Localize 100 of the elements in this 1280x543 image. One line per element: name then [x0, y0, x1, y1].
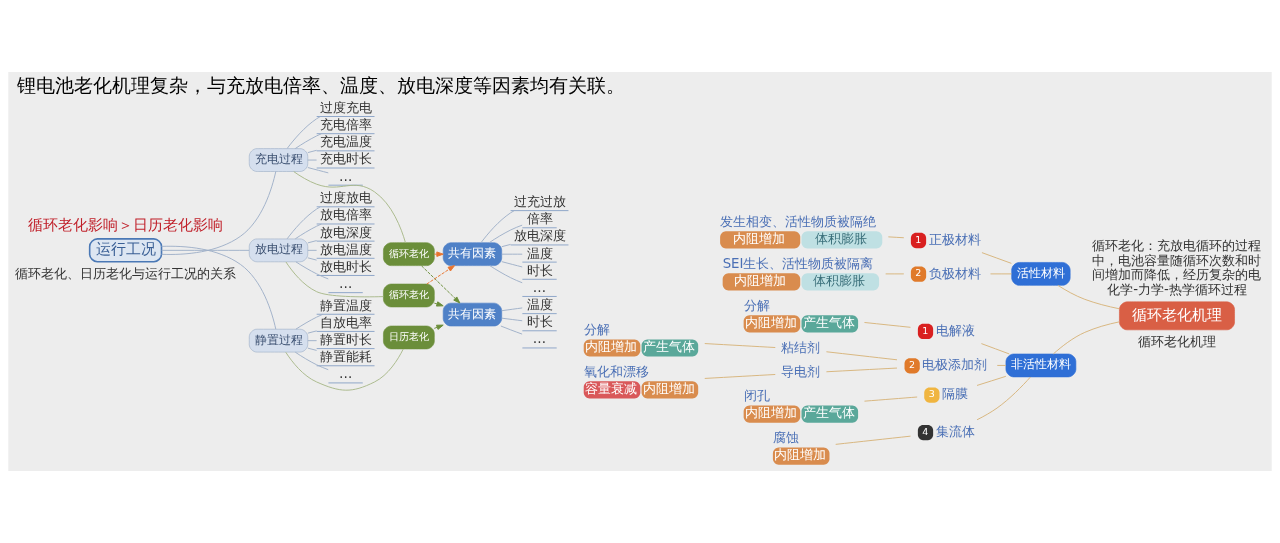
arrow	[433, 324, 444, 330]
node-box: 放电过程	[248, 238, 309, 263]
node-text: 充电温度	[319, 134, 372, 150]
connector	[307, 347, 318, 351]
node-text: 静置温度	[319, 297, 372, 313]
connector	[307, 257, 318, 261]
node-label: 负极材料	[928, 265, 981, 281]
node-box: 静置过程	[248, 328, 309, 353]
connector	[981, 252, 1012, 264]
connector	[161, 249, 250, 251]
connector	[489, 265, 523, 284]
node-text: 导电剂	[781, 364, 821, 380]
connector	[295, 313, 324, 330]
node-box: 日历老化	[383, 325, 435, 350]
connector	[835, 435, 911, 445]
node-text: 充电倍率	[319, 117, 372, 133]
connector	[161, 171, 277, 255]
connector	[307, 159, 318, 161]
node-text: 放电温度	[319, 241, 372, 257]
connector	[885, 273, 905, 275]
node-text: 静置能耗	[319, 349, 372, 365]
connector	[1057, 284, 1120, 310]
node-text: …	[338, 276, 353, 292]
connector	[307, 240, 318, 244]
node-text: 放电深度	[319, 224, 372, 240]
node-text: 过充过放	[513, 194, 566, 210]
node-text: …	[532, 279, 547, 295]
node-text: …	[532, 331, 547, 347]
arrow	[426, 265, 456, 285]
node-label: 闭孔	[743, 388, 770, 404]
node-text: …	[338, 366, 353, 382]
node-text: 放电深度	[513, 228, 566, 244]
node-box: 充电过程	[248, 148, 309, 172]
connector	[976, 376, 1031, 421]
connector	[307, 330, 318, 334]
connector	[294, 351, 329, 371]
connector	[294, 223, 322, 240]
node-text: 放电时长	[319, 258, 372, 274]
connector	[704, 374, 776, 379]
node-box: 共有因素	[442, 302, 502, 327]
connector	[980, 343, 1010, 355]
connector	[501, 253, 523, 255]
node-box: 共有因素	[442, 242, 502, 266]
connector	[864, 322, 911, 328]
node-label: 集流体	[935, 423, 975, 439]
connector	[307, 149, 318, 154]
node-text: 过度充电	[319, 99, 372, 115]
node-label: SEI生长、活性物质被隔离	[722, 256, 874, 272]
connector	[825, 351, 898, 361]
connector	[294, 133, 322, 149]
connector	[500, 325, 523, 335]
node-box: 活性材料	[1011, 262, 1071, 286]
connector	[161, 245, 277, 330]
node-text: 时长	[526, 314, 553, 330]
connector	[295, 261, 329, 280]
node-box: 循环老化机理	[1119, 301, 1235, 331]
node-box: 循环老化	[383, 242, 435, 266]
label: 循环老化影响＞日历老化影响	[28, 216, 224, 235]
node-label: 电极添加剂	[922, 357, 988, 373]
node-text: 温度	[526, 297, 553, 313]
node-box: 循环老化	[383, 283, 435, 308]
connector	[864, 396, 918, 402]
arrow	[421, 265, 461, 304]
node-text: 时长	[526, 262, 553, 278]
connector	[501, 243, 511, 248]
connector	[501, 261, 523, 268]
node-text: 温度	[526, 245, 553, 261]
node-text: 粘结剂	[781, 340, 821, 356]
node-text: 倍率	[526, 211, 553, 227]
node-text: 过度放电	[319, 190, 372, 206]
connector	[307, 340, 318, 342]
connector	[990, 273, 1012, 275]
node-label: 分解	[743, 298, 770, 313]
label: 循环老化、日历老化与运行工况的关系	[15, 265, 237, 281]
connector	[825, 367, 898, 373]
connector	[501, 317, 523, 322]
node-label: 分解	[583, 322, 610, 338]
node-box: 运行工况	[88, 238, 163, 263]
node-label: 发生相变、活性物质被隔绝	[720, 214, 877, 230]
connector	[887, 236, 905, 239]
node-text: 自放电率	[319, 314, 372, 330]
connector	[307, 249, 318, 251]
node-label: 隔膜	[942, 386, 969, 402]
connector	[480, 210, 515, 244]
node-text: 放电倍率	[319, 207, 372, 223]
arrow	[433, 301, 444, 307]
label: 循环老化：充放电循环的过程中，电池容量随循环次数和时间增加而降低，经历复杂的电化学-力学-热学循环过程	[1092, 238, 1262, 298]
arrow	[433, 251, 444, 257]
connector	[286, 116, 321, 149]
node-box: 内阻增加	[772, 447, 830, 465]
node-box: 非活性材料	[1005, 353, 1077, 378]
connector	[996, 364, 1007, 366]
connector	[285, 261, 384, 298]
connector	[307, 167, 329, 174]
connector	[286, 206, 321, 240]
connector	[976, 375, 1007, 386]
diagram-title: 锂电池老化机理复杂，与充放电倍率、温度、放电深度等因素均有关联。	[17, 74, 626, 97]
connector	[285, 348, 404, 391]
connector	[488, 224, 523, 244]
connector	[293, 171, 406, 244]
